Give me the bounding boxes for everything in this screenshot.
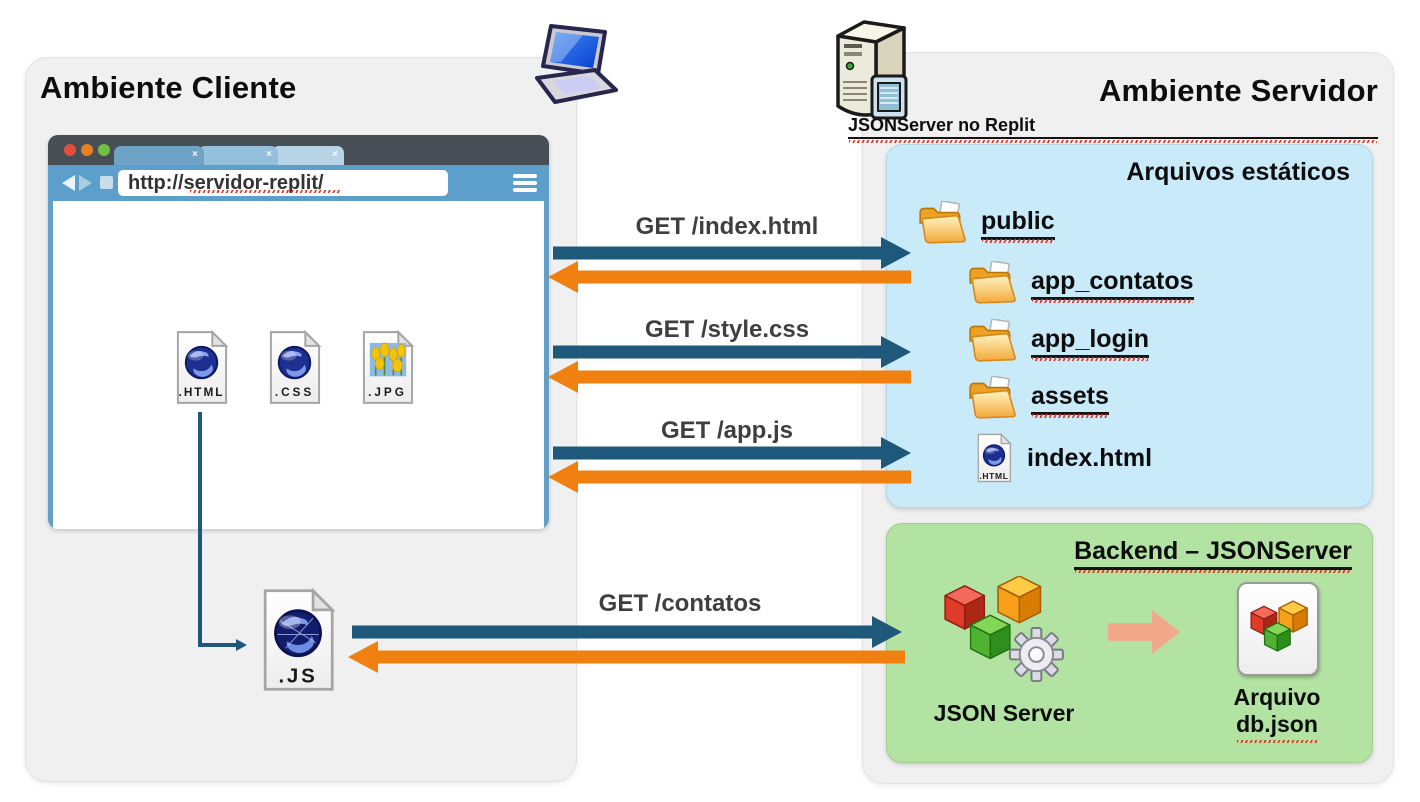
browser-window: × × × http://servidor-replit/ — [48, 135, 549, 529]
window-maximize-dot — [98, 144, 110, 156]
tab-close-icon: × — [266, 149, 272, 160]
stop-icon — [100, 176, 113, 189]
flow-arrow-icon — [1108, 610, 1180, 654]
response-arrow-style — [548, 361, 911, 393]
tree-item-label: index.html — [1027, 443, 1153, 472]
json-server-icon — [939, 576, 1067, 684]
connector-line-vertical — [198, 412, 202, 646]
tree-item-assets: assets — [967, 376, 1109, 420]
menu-icon — [513, 174, 537, 195]
db-json-label: Arquivo db.json — [1212, 684, 1342, 738]
back-icon — [62, 175, 75, 191]
tree-icon-label: .HTML — [979, 471, 1008, 481]
tree-item-public: public — [917, 201, 1055, 245]
response-arrow-index — [548, 261, 911, 293]
client-panel-title: Ambiente Cliente — [40, 70, 297, 105]
js-file-icon: .JS — [258, 588, 338, 692]
request-arrow-index — [553, 236, 911, 270]
db-label-line2: db.json — [1236, 711, 1318, 737]
browser-tab-2: × — [198, 146, 278, 165]
response-arrow-app-js — [548, 461, 911, 493]
connector-line-horizontal — [198, 643, 236, 647]
html-file-icon: .HTML — [975, 433, 1013, 483]
laptop-icon — [523, 20, 623, 110]
server-environment-panel: Ambiente Servidor JSONServer no Replit A… — [848, 52, 1394, 784]
browser-toolbar: http://servidor-replit/ — [48, 165, 549, 201]
tab-close-icon: × — [192, 149, 198, 160]
jpg-file-icon: .JPG — [359, 330, 416, 405]
tab-close-icon: × — [332, 149, 338, 160]
window-minimize-dot — [81, 144, 93, 156]
folder-icon — [967, 376, 1017, 420]
browser-titlebar: × × × — [48, 135, 549, 165]
browser-tab-3: × — [272, 146, 344, 165]
server-panel-title: Ambiente Servidor — [1098, 73, 1378, 108]
request-label-style: GET /style.css — [644, 316, 810, 343]
window-close-dot — [64, 144, 76, 156]
tree-item-index-html: .HTML index.html — [975, 433, 1152, 483]
tree-item-label: assets — [1031, 382, 1109, 418]
request-label-contatos: GET /contatos — [598, 590, 762, 617]
gear-icon — [1008, 627, 1064, 683]
server-tower-icon — [830, 10, 912, 126]
folder-icon — [967, 261, 1017, 305]
file-label: .JPG — [368, 386, 407, 399]
tree-item-app-contatos: app_contatos — [967, 261, 1194, 305]
folder-icon — [967, 319, 1017, 363]
db-label-line1: Arquivo — [1233, 684, 1321, 710]
browser-tab-1: × — [114, 146, 204, 165]
static-files-box: Arquivos estáticos public — [886, 144, 1373, 508]
folder-icon — [917, 201, 967, 245]
db-json-icon — [1237, 582, 1319, 676]
url-bar: http://servidor-replit/ — [118, 170, 448, 196]
tree-item-label: app_login — [1031, 325, 1150, 361]
url-text: http://servidor-replit/ — [128, 172, 324, 194]
html-file-icon: .HTML — [173, 330, 230, 405]
css-file-icon: .CSS — [266, 330, 323, 405]
request-label-app-js: GET /app.js — [660, 417, 794, 444]
backend-title: Backend – JSONServer — [1074, 537, 1352, 573]
forward-icon — [79, 175, 92, 191]
file-label: .HTML — [179, 386, 225, 399]
request-label-index: GET /index.html — [635, 213, 819, 240]
file-label: .CSS — [275, 386, 314, 399]
tree-item-app-login: app_login — [967, 319, 1150, 363]
browser-content: .HTML .CSS — [48, 201, 549, 529]
tree-item-label: app_contatos — [1031, 267, 1194, 303]
backend-box: Backend – JSONServer — [886, 523, 1373, 763]
server-panel-subtitle: JSONServer no Replit — [848, 115, 1378, 143]
json-server-label: JSON Server — [933, 700, 1075, 726]
spellcheck-squiggle — [190, 189, 340, 193]
static-files-title: Arquivos estáticos — [1126, 158, 1350, 186]
connector-arrowhead-icon — [236, 639, 247, 651]
file-label: .JS — [278, 664, 317, 687]
tree-item-label: public — [981, 207, 1055, 243]
